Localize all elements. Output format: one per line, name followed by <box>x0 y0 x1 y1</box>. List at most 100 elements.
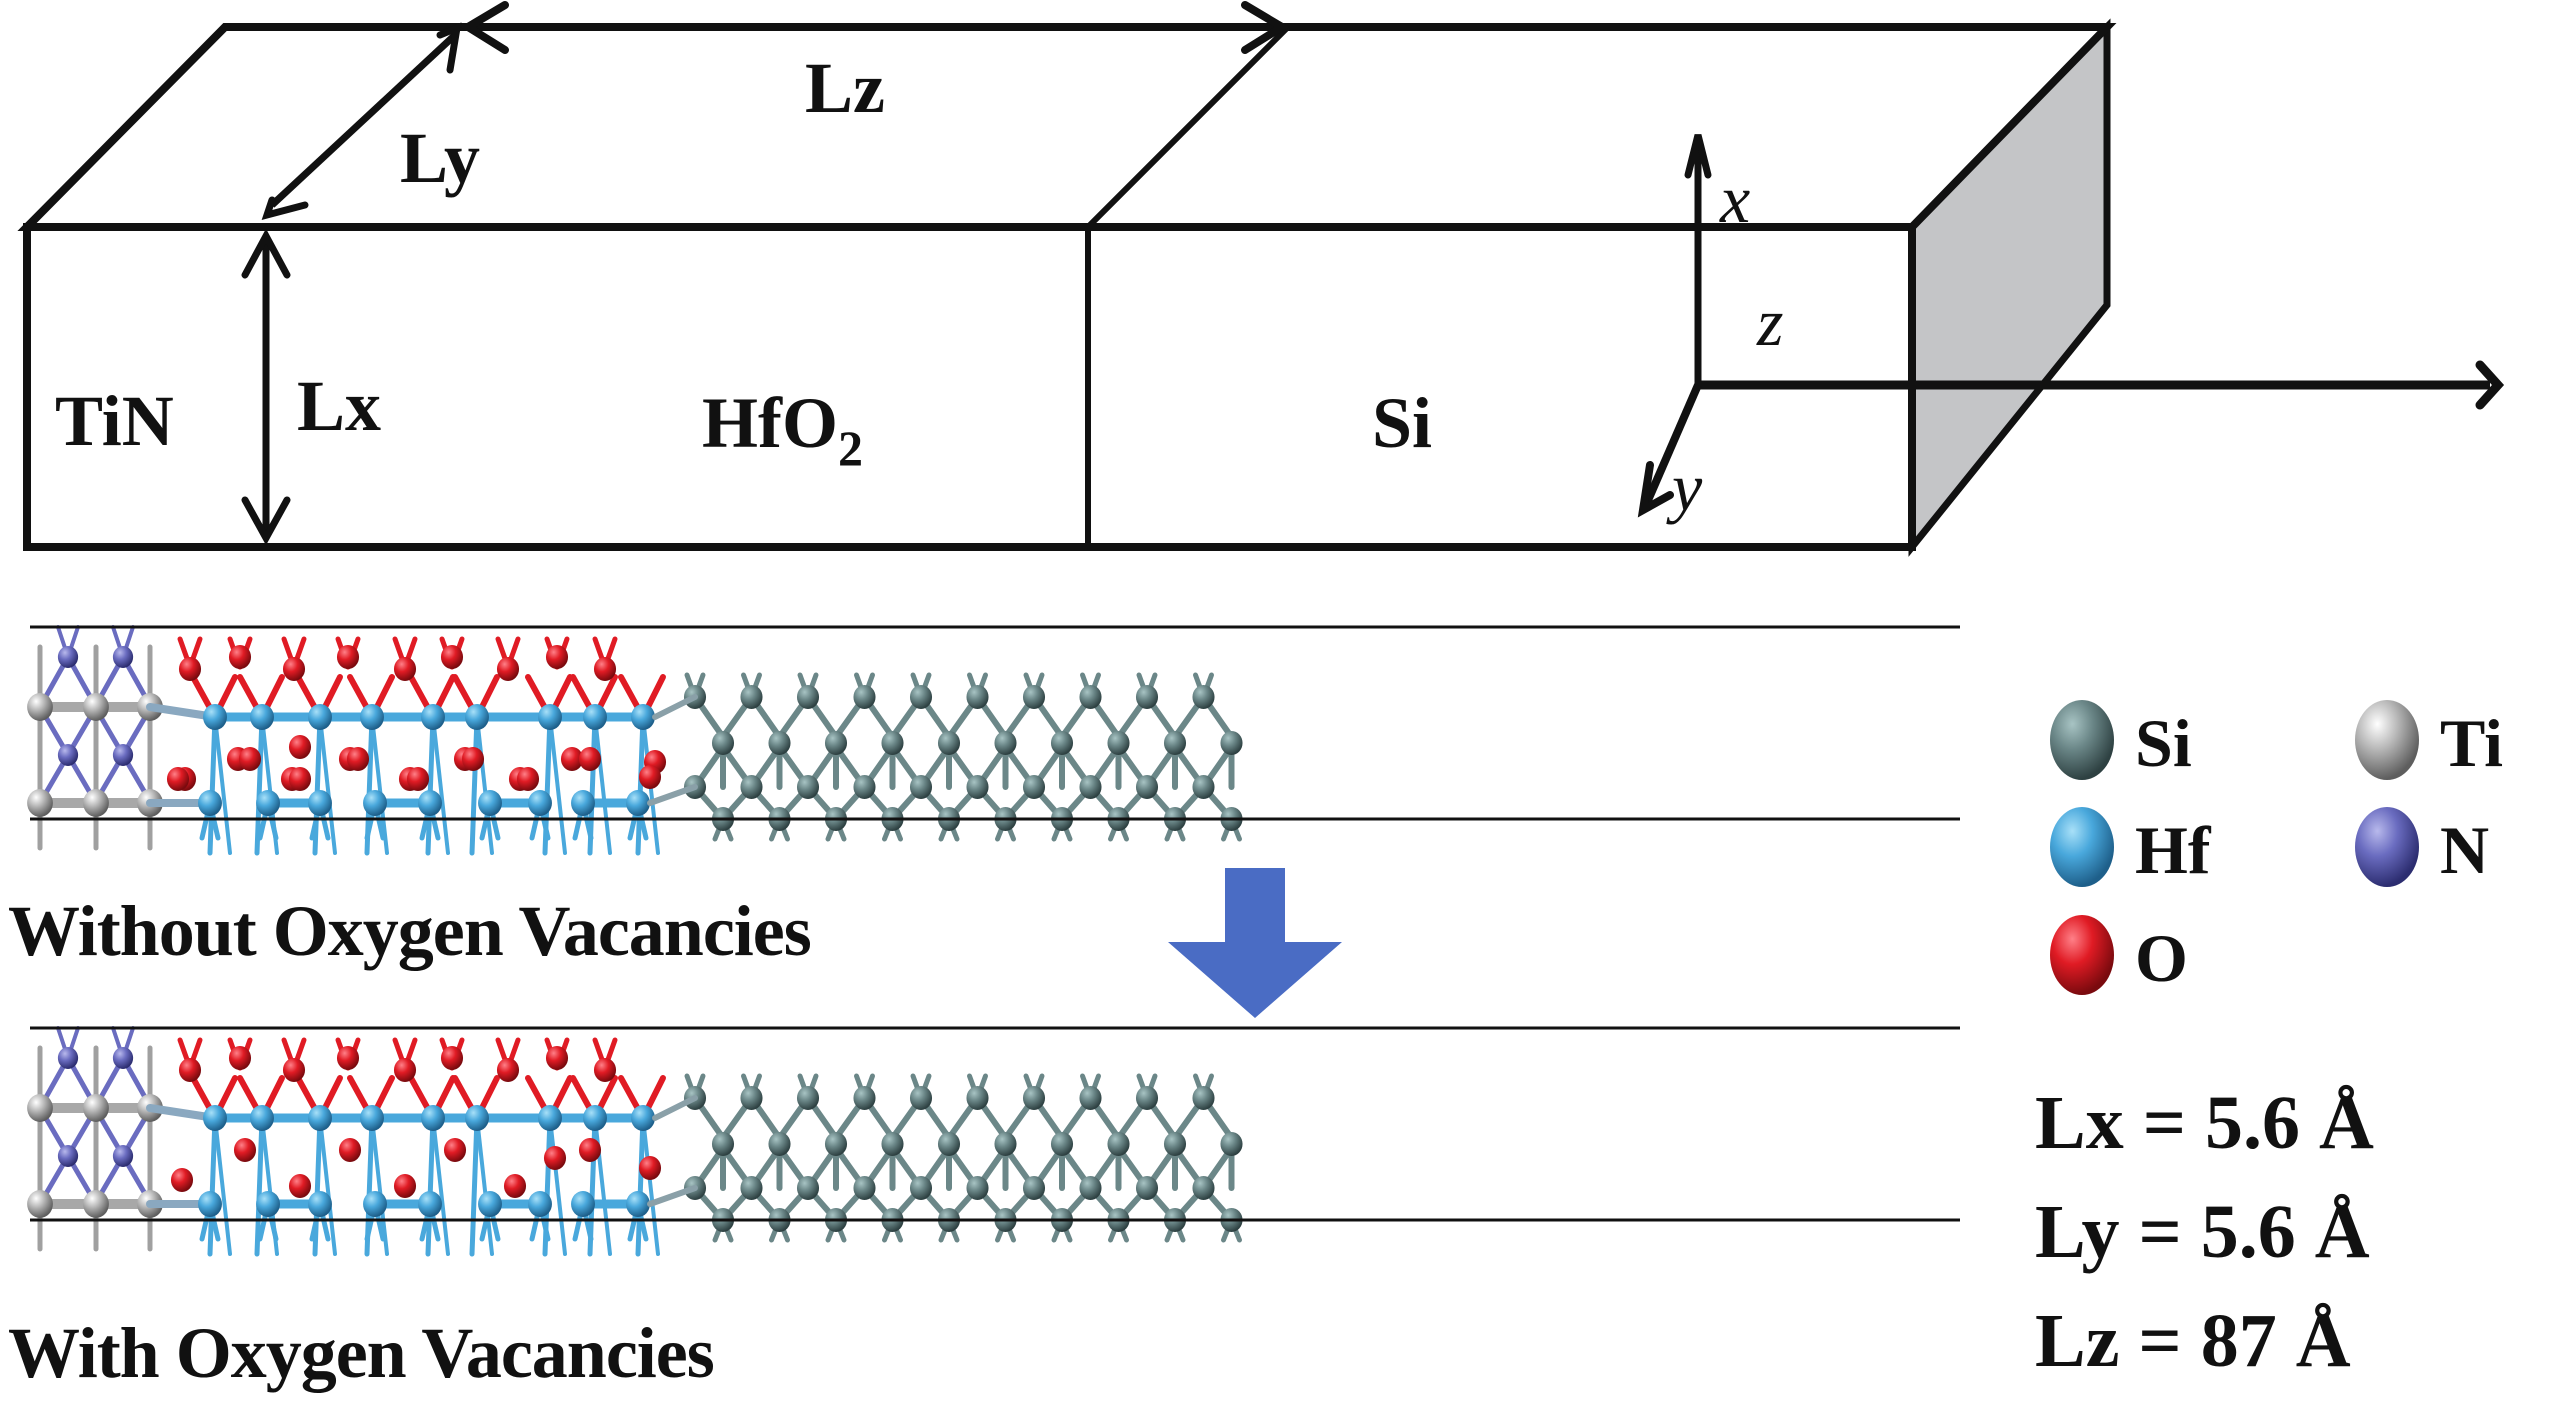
atom-n <box>57 646 79 668</box>
atom-si <box>853 1086 876 1110</box>
bond <box>425 714 436 856</box>
atom-si <box>881 731 904 755</box>
o-sphere-icon <box>2050 915 2114 995</box>
atom-hf <box>256 1191 280 1217</box>
lz-label: Lz <box>805 48 885 128</box>
bond <box>254 1115 265 1257</box>
box-schematic: TiN Lx Ly Lz HfO2 Si x z y <box>17 1 2505 557</box>
atom-si <box>1079 1086 1102 1110</box>
atom-o <box>233 1138 257 1162</box>
atom-o <box>593 1058 617 1082</box>
atom-si <box>853 685 876 709</box>
atom-o <box>238 747 262 771</box>
atom-hf <box>308 790 332 816</box>
atom-o <box>638 765 662 789</box>
atom-n <box>112 744 134 766</box>
atom-o <box>170 1168 194 1192</box>
atom-si <box>937 731 961 755</box>
atom-si <box>1220 1132 1243 1156</box>
ly-arrow <box>261 22 462 221</box>
bond <box>370 715 389 855</box>
atom-si <box>796 775 820 799</box>
atom-hf <box>308 704 332 730</box>
bond <box>431 715 450 855</box>
ti-sphere-icon <box>2355 700 2419 780</box>
bond <box>213 715 232 855</box>
structure-with-vacancies <box>27 1026 1960 1257</box>
atom-hf <box>528 790 552 816</box>
legend-label-o: O <box>2135 920 2188 996</box>
bond <box>652 1095 698 1121</box>
atom-si <box>937 1132 961 1156</box>
atom-hf <box>418 790 442 816</box>
atom-si <box>966 1086 989 1110</box>
atom-si <box>796 685 820 709</box>
atom-n <box>57 1145 79 1167</box>
atom-hf <box>198 790 222 816</box>
atom-hf <box>478 790 502 816</box>
legend-label-hf: Hf <box>2135 812 2212 888</box>
atom-hf <box>203 704 227 730</box>
atom-o <box>338 1138 362 1162</box>
atom-si <box>1192 775 1215 799</box>
atom-o <box>443 1138 467 1162</box>
si-label: Si <box>1372 383 1432 463</box>
atom-o <box>288 735 312 759</box>
legend-item-si: Si <box>2050 700 2192 781</box>
atom-si <box>1192 685 1215 709</box>
atom-o <box>178 1058 202 1082</box>
atom-hf <box>256 790 280 816</box>
atom-si <box>1135 1176 1159 1200</box>
bond <box>254 714 265 856</box>
bond <box>469 1115 480 1257</box>
atom-o <box>578 1138 602 1162</box>
bond <box>469 714 480 856</box>
dimension-ly: Ly = 5.6 Å <box>2035 1190 2370 1274</box>
bond <box>635 714 646 856</box>
hfo2-subscript: 2 <box>838 420 863 476</box>
atom-ti <box>83 693 109 721</box>
atom-si <box>1192 1176 1215 1200</box>
atom-o <box>545 645 569 669</box>
atom-si <box>994 731 1017 755</box>
n-sphere-icon <box>2355 807 2419 887</box>
bond <box>635 1115 646 1257</box>
atom-si <box>909 1086 933 1110</box>
atom-o <box>166 767 190 791</box>
atom-o <box>440 1046 464 1070</box>
bond <box>213 1116 232 1256</box>
dimension-lz: Lz = 87 Å <box>2035 1299 2351 1383</box>
atom-si <box>1022 685 1046 709</box>
atom-hf <box>631 1105 655 1131</box>
atom-o <box>336 1046 360 1070</box>
atom-hf <box>203 1105 227 1131</box>
atom-o <box>496 657 520 681</box>
atom-si <box>1163 731 1187 755</box>
bond <box>548 715 567 855</box>
atom-o <box>178 657 202 681</box>
atom-o <box>440 645 464 669</box>
atom-o <box>516 767 540 791</box>
atom-o <box>288 767 312 791</box>
atom-o <box>503 1174 527 1198</box>
atom-si <box>1050 731 1074 755</box>
atom-hf <box>421 704 445 730</box>
bond <box>647 1185 698 1207</box>
atom-si <box>796 1086 820 1110</box>
y-axis-arrow <box>1642 383 1702 507</box>
lz-arrow <box>460 1 1290 54</box>
legend-item-n: N <box>2355 807 2489 888</box>
atom-si <box>1079 1176 1102 1200</box>
atom-hf <box>360 704 384 730</box>
atom-o <box>461 747 485 771</box>
atom-si <box>1135 775 1159 799</box>
atom-si <box>1192 1086 1215 1110</box>
box-front-face <box>23 223 1916 551</box>
atom-o <box>578 747 602 771</box>
bond <box>475 715 494 855</box>
atom-o <box>496 1058 520 1082</box>
atom-hf <box>198 1191 222 1217</box>
legend-item-hf: Hf <box>2050 807 2212 888</box>
